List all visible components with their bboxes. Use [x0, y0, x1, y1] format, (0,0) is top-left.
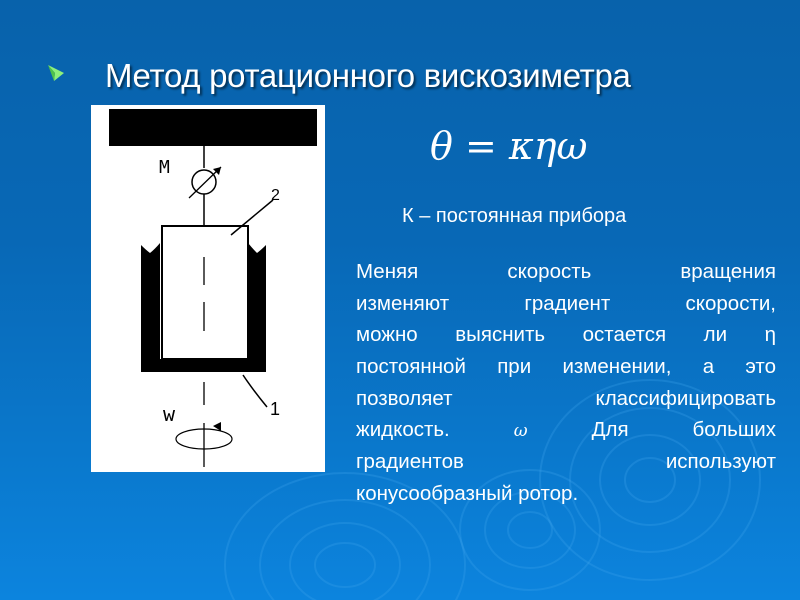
body-line-part: Для больших — [591, 418, 776, 442]
slide-title: Метод ротационного вискозиметра — [105, 57, 631, 94]
body-line: градиентов используют — [356, 450, 776, 474]
formula: θ = κηω — [430, 124, 588, 168]
body-line: позволяет классифицировать — [356, 386, 776, 410]
body-line: Меняя скорость вращения — [356, 260, 776, 283]
body-line-mixed: жидкость. ω Для больших — [356, 414, 776, 446]
body-line: изменяют градиент скорости, — [356, 291, 776, 315]
label-rotor-number: 2 — [271, 187, 280, 204]
rotation-arrow-icon — [175, 422, 233, 450]
label-motor: M — [159, 157, 170, 178]
label-omega: w — [163, 402, 176, 426]
motor-icon — [188, 166, 222, 199]
body-line-part: жидкость. — [356, 418, 450, 442]
body-paragraph: Меняя скорость вращения изменяют градиен… — [356, 256, 776, 510]
arrow-bullet-icon — [48, 65, 64, 81]
label-cup-number: 1 — [270, 399, 280, 419]
body-line: конусообразный ротор. — [356, 481, 579, 505]
body-line: постоянной при изменении, а это — [356, 355, 776, 379]
outer-cup — [141, 243, 266, 372]
support-bar — [109, 109, 317, 146]
constant-note: К – постоянная прибора — [402, 205, 627, 227]
viscometer-diagram: M 2 1 w — [91, 105, 325, 472]
body-line: можно выяснить остается ли η — [356, 323, 776, 347]
inner-rotor — [161, 225, 249, 360]
omega-symbol: ω — [513, 421, 528, 442]
